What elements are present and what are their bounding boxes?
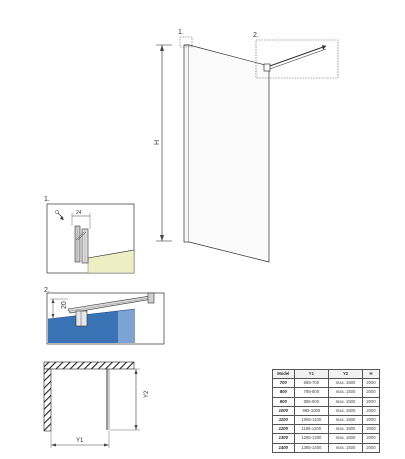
table-row: 800 785-800 max. 1500 2000 — [272, 387, 381, 398]
cell-model: 1400 — [272, 442, 295, 453]
cell-h: 2000 — [361, 414, 381, 426]
height-dimension: H — [154, 44, 172, 242]
cell-y2: max. 1500 — [328, 442, 363, 453]
cell-h: 2000 — [361, 433, 381, 444]
cell-y1: 1085-1100 — [293, 414, 330, 426]
detail-1-label: 1. — [44, 196, 50, 203]
cell-y2: max. 1500 — [328, 387, 363, 398]
table-row: 1300 1285-1300 max. 1500 2000 — [272, 433, 381, 444]
col-header-model: Model — [272, 368, 295, 380]
cell-y2: max. 1500 — [328, 405, 363, 416]
table-row: 700 685-700 max. 1500 2000 — [272, 378, 381, 389]
cell-h: 2000 — [361, 378, 381, 389]
cell-h: 2000 — [361, 405, 381, 416]
cell-h: 2000 — [361, 387, 381, 398]
cell-y2: max. 1500 — [328, 414, 363, 426]
cell-y2: max. 1500 — [328, 396, 363, 407]
main-elevation: H 1. 2. — [154, 29, 339, 263]
cell-y1: 1185-1200 — [293, 424, 330, 435]
cell-y1: 885-900 — [293, 396, 330, 407]
cell-y2: max. 1500 — [328, 424, 363, 435]
table-header-row: Model Y1 Y2 H — [272, 368, 381, 380]
detail-height-label: 20 — [61, 301, 68, 309]
cell-y2: max. 1500 — [328, 378, 363, 389]
cell-model: 1100 — [272, 414, 295, 426]
col-header-y2: Y2 — [328, 368, 363, 380]
cell-y1: 985-1000 — [293, 405, 330, 416]
callout-2-label: 2. — [253, 32, 259, 39]
col-header-y1: Y1 — [293, 368, 330, 380]
detail-width-label: 24 — [76, 210, 82, 216]
table-row: 1400 1385-1400 max. 1500 2000 — [272, 442, 381, 453]
cell-model: 1300 — [272, 433, 295, 444]
col-header-h: H — [361, 368, 381, 380]
table-row: 1000 985-1000 max. 1500 2000 — [272, 405, 381, 416]
screw-icon — [55, 210, 64, 220]
plan-width-label: Y1 — [76, 438, 84, 444]
callout-1-label: 1. — [178, 29, 184, 36]
cell-h: 2000 — [361, 396, 381, 407]
cell-model: 1200 — [272, 424, 295, 435]
cell-h: 2000 — [361, 424, 381, 435]
table-row: 1200 1185-1200 max. 1500 2000 — [272, 424, 381, 435]
height-label: H — [154, 140, 161, 145]
detail-2-label: 2. — [44, 287, 50, 294]
glass-panel — [183, 44, 270, 263]
callout-2: 2. — [253, 32, 339, 79]
detail-2: 2. 20 — [44, 287, 165, 345]
cell-y1: 1285-1300 — [293, 433, 330, 444]
cell-model: 700 — [272, 378, 295, 389]
plan-view: Y2 Y1 — [43, 361, 150, 448]
cell-model: 800 — [272, 387, 295, 398]
table-row: 900 885-900 max. 1500 2000 — [272, 396, 381, 407]
detail-1: 1. 24 — [44, 196, 135, 274]
stabilizer-bar — [263, 45, 327, 72]
table-row: 1100 1085-1100 max. 1500 2000 — [272, 414, 381, 426]
cell-y1: 685-700 — [293, 378, 330, 389]
cell-y2: max. 1500 — [328, 433, 363, 444]
plan-depth-label: Y2 — [144, 390, 150, 398]
cell-model: 1000 — [272, 405, 295, 416]
cell-y1: 1385-1400 — [293, 442, 330, 453]
cell-h: 2000 — [361, 442, 381, 453]
callout-1: 1. — [178, 29, 193, 48]
cell-y1: 785-800 — [293, 387, 330, 398]
cell-model: 900 — [272, 396, 295, 407]
model-spec-table: Model Y1 Y2 H 700 685-700 max. 1500 2000… — [272, 368, 381, 453]
